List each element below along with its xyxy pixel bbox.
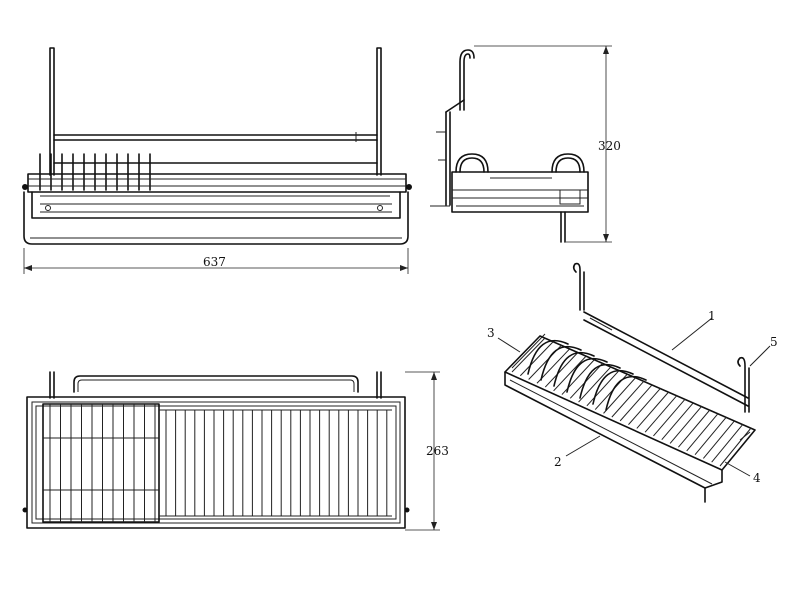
iso-bar [644,395,678,433]
callout-leaders [497,317,771,477]
iso-bar [544,352,579,388]
iso-plate-loop [527,339,569,375]
callout-4: 4 [753,471,761,485]
iso-bar [711,424,744,463]
iso-bar [519,341,554,377]
side-view [430,49,589,243]
front-view [22,47,412,245]
iso-bar [619,384,653,422]
iso-bar [603,377,637,414]
iso-bar [719,427,752,467]
width-dimension: 637 [23,248,409,274]
iso-plate-loop [553,351,595,387]
iso-bar [611,380,645,418]
callout-3: 3 [487,326,495,340]
iso-bar [636,391,669,429]
callout-1: 1 [708,309,716,323]
iso-bar [553,355,587,392]
width-label: 637 [203,255,226,269]
iso-bar [628,388,661,425]
height-dimension: 320 [474,45,621,243]
iso-plate-loop [579,363,621,399]
top-view [22,371,410,529]
iso-bar [694,416,727,456]
iso-bar [578,366,612,403]
depth-dimension: 263 [405,371,449,531]
iso-bar [686,413,719,452]
iso-floor-bars [511,337,752,467]
front-plate-dividers [39,153,151,191]
isometric-view [504,262,756,503]
callout-2: 2 [554,455,562,469]
iso-bar [702,420,735,459]
iso-bar [661,402,694,441]
iso-bar [511,337,546,373]
iso-bar [653,398,686,437]
callout-5: 5 [770,335,778,349]
height-label: 320 [598,139,621,153]
top-view-bars [49,404,388,522]
iso-plate-loop [592,369,634,405]
iso-plate-loop [540,345,582,381]
iso-bar [669,406,702,444]
iso-plate-loop [566,357,608,393]
depth-label: 263 [426,444,449,458]
iso-bar [678,409,711,448]
iso-bar [586,370,620,407]
iso-plate-loops [527,339,647,411]
iso-plate-loop [605,375,647,411]
iso-bar [536,348,571,384]
